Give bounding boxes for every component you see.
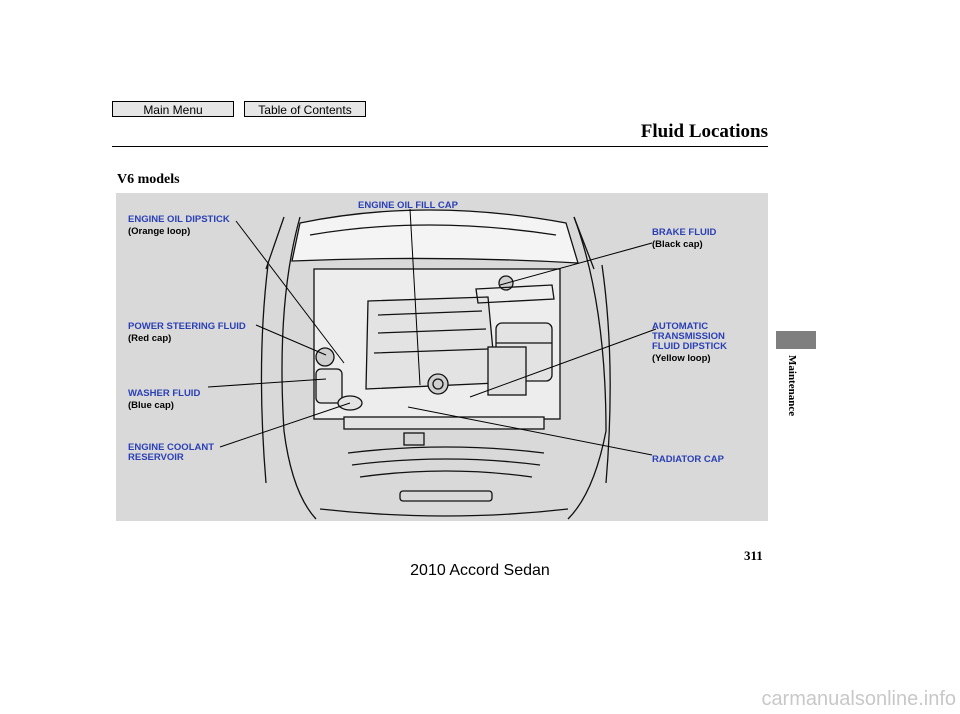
page-number: 311: [744, 548, 763, 563]
radiator-cap-label: RADIATOR CAP: [652, 454, 724, 465]
table-of-contents-button[interactable]: Table of Contents: [244, 101, 366, 117]
power-steering-fluid-label: POWER STEERING FLUID: [128, 321, 246, 332]
engine-bay-figure: ENGINE OIL DIPSTICK (Orange loop) ENGINE…: [116, 193, 768, 521]
engine-coolant-label-line2: RESERVOIR: [128, 452, 184, 463]
washer-fluid-note: (Blue cap): [128, 400, 174, 411]
section-tab-marker: [776, 331, 816, 349]
automatic-transmission-label-line2: TRANSMISSION: [652, 331, 725, 342]
washer-fluid-label: WASHER FLUID: [128, 388, 201, 399]
engine-oil-dipstick-note: (Orange loop): [128, 226, 191, 237]
automatic-transmission-label-line3: FLUID DIPSTICK: [652, 341, 727, 352]
engine-bay-illustration: [207, 208, 657, 520]
page-title: Fluid Locations: [640, 121, 768, 142]
section-side-label: Maintenance: [786, 355, 798, 417]
automatic-transmission-label-line1: AUTOMATIC: [652, 321, 709, 332]
brake-fluid-label: BRAKE FLUID: [652, 227, 717, 238]
engine-oil-fill-cap-label: ENGINE OIL FILL CAP: [358, 200, 458, 211]
engine-coolant-label-line1: ENGINE COOLANT: [128, 442, 215, 453]
engine-oil-dipstick-label: ENGINE OIL DIPSTICK: [128, 214, 230, 225]
watermark: carmanualsonline.info: [761, 688, 956, 710]
footer-model-name: 2010 Accord Sedan: [410, 562, 550, 579]
main-menu-button[interactable]: Main Menu: [112, 101, 234, 117]
section-heading: V6 models: [117, 172, 180, 187]
brake-fluid-note: (Black cap): [652, 239, 703, 250]
power-steering-fluid-note: (Red cap): [128, 333, 172, 344]
automatic-transmission-note: (Yellow loop): [652, 353, 711, 364]
header-rule: [112, 146, 768, 147]
